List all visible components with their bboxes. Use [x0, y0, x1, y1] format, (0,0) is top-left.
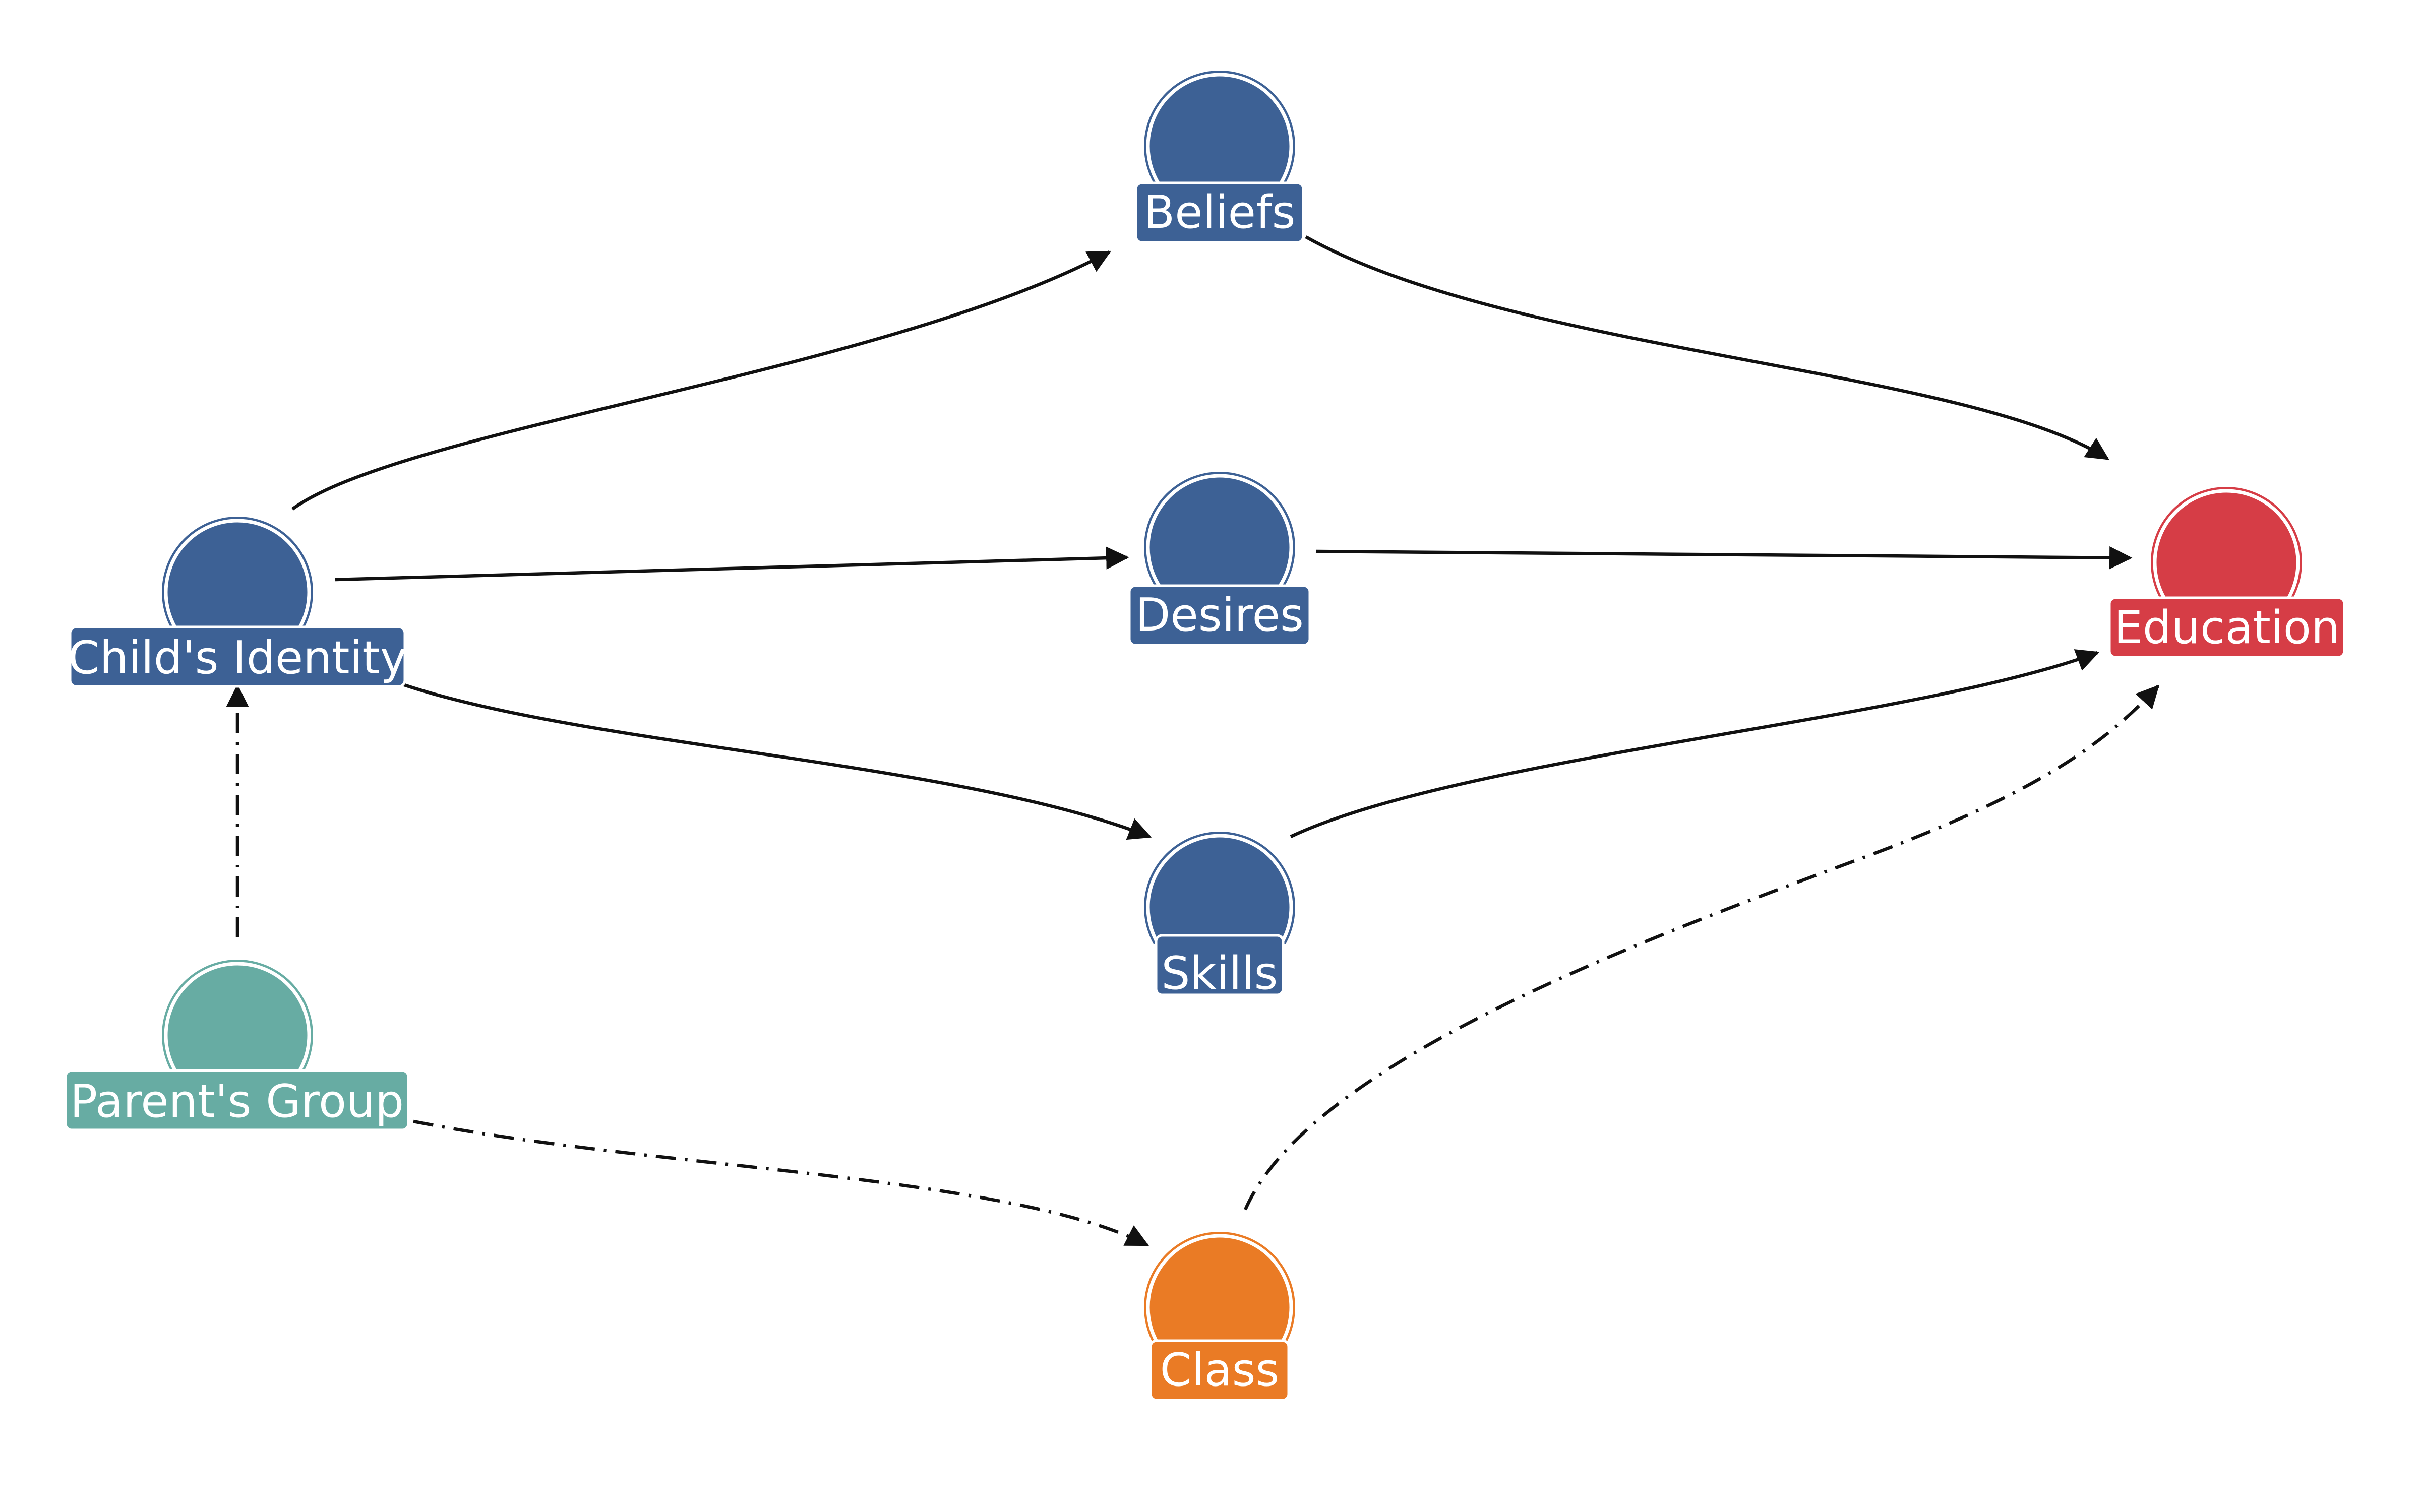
node-label-parents-group: Parent's Group: [70, 1075, 404, 1128]
edge-parents-group-to-class: [413, 1119, 1150, 1246]
node-label-class: Class: [1160, 1344, 1280, 1397]
node-education[interactable]: Education: [2108, 487, 2346, 659]
node-label-skills: Skills: [1161, 947, 1278, 1000]
node-label-beliefs: Beliefs: [1143, 186, 1295, 239]
edges-layer: [226, 235, 2160, 1246]
edge-class-to-education: [1244, 684, 2160, 1211]
edge-childs-identity-to-skills: [397, 681, 1152, 840]
node-childs-identity[interactable]: Child's Identity: [68, 517, 407, 688]
node-label-childs-identity: Child's Identity: [68, 632, 407, 684]
edge-childs-identity-to-desires: [335, 546, 1129, 582]
node-desires[interactable]: Desires: [1128, 472, 1311, 647]
node-beliefs[interactable]: Beliefs: [1134, 71, 1305, 244]
node-skills[interactable]: Skills: [1144, 832, 1295, 1000]
edge-childs-identity-to-beliefs: [291, 250, 1112, 511]
node-label-desires: Desires: [1135, 589, 1304, 642]
edge-desires-to-education: [1315, 546, 2133, 570]
node-label-education: Education: [2114, 601, 2340, 654]
edge-skills-to-education: [1290, 649, 2100, 838]
node-class[interactable]: Class: [1144, 1232, 1295, 1402]
edge-beliefs-to-education: [1305, 235, 2109, 460]
node-parents-group[interactable]: Parent's Group: [64, 960, 410, 1131]
